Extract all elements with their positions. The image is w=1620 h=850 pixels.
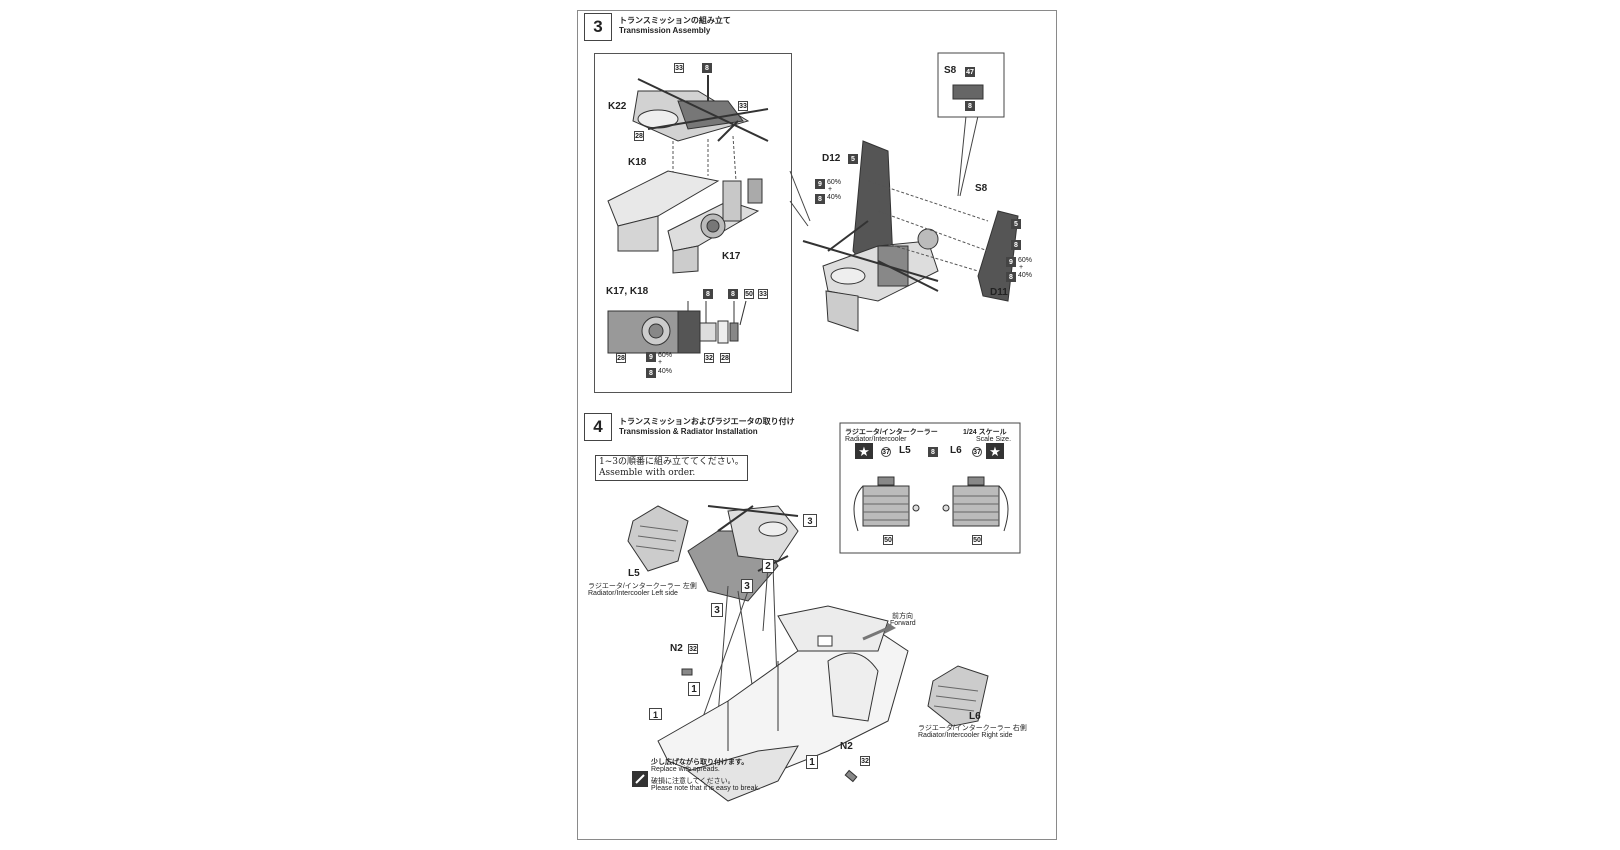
step-number-3: 3 (584, 13, 612, 41)
mix-plus: + (1019, 264, 1024, 271)
code-8: 8 (1011, 240, 1021, 250)
label-n2: N2 (670, 643, 683, 654)
step-ref-3: 3 (711, 603, 723, 617)
tip-jp-2: 破損に注意してください。 (651, 778, 735, 785)
inset-scale-jp: 1/24 スケール (963, 429, 1007, 436)
code-8: 8 (728, 289, 738, 299)
step3-inner-frame (594, 53, 792, 393)
step-ref-1: 1 (649, 708, 662, 720)
mix-60: 60% (1018, 257, 1033, 264)
code-33: 33 (758, 289, 768, 299)
code-33: 33 (738, 101, 748, 111)
inset-scale-en: Scale Size. (976, 436, 1012, 443)
code-9: 9 (646, 352, 656, 362)
code-32: 32 (688, 644, 698, 654)
l6-desc-en: Radiator/Intercooler Right side (918, 732, 1013, 739)
step3-title-jp: トランスミッションの組み立て (619, 16, 731, 25)
step4-title-en: Transmission & Radiator Installation (619, 427, 758, 436)
inset-label-l6: L6 (950, 445, 962, 456)
code-50: 50 (883, 535, 893, 545)
code-8: 8 (928, 447, 938, 457)
tip-jp-1: 少し広げながら取り付けます。 (651, 759, 749, 766)
label-k17: K17 (722, 251, 741, 262)
code-8: 8 (646, 368, 656, 378)
label-n2: N2 (840, 741, 853, 752)
code-32: 32 (860, 756, 870, 766)
step3-title-en: Transmission Assembly (619, 26, 711, 35)
step4-title-jp: トランスミッションおよびラジエータの取り付け (619, 417, 795, 426)
mix-plus: + (828, 186, 833, 193)
svg-text:★: ★ (989, 445, 1001, 460)
mix-60: 60% (658, 352, 673, 359)
step-ref-3: 3 (741, 579, 753, 593)
mix-40: 40% (658, 368, 673, 375)
mix-plus: + (658, 359, 663, 366)
label-d12: D12 (822, 153, 841, 164)
inset-title-en: Radiator/Intercooler (845, 436, 907, 443)
l5-desc-en: Radiator/Intercooler Left side (588, 590, 678, 597)
code-47: 47 (965, 67, 975, 77)
label-s8-callout: S8 (944, 65, 957, 76)
mix-40: 40% (827, 194, 842, 201)
note-jp: 1~3の順番に組み立ててください。 (599, 457, 744, 467)
label-k17-k18: K17, K18 (606, 286, 649, 297)
l5-desc-jp: ラジエータ/インタークーラー 左側 (588, 583, 697, 590)
mix-60: 60% (827, 179, 842, 186)
mix-40: 40% (1018, 272, 1033, 279)
code-8: 8 (702, 63, 712, 73)
code-28: 28 (634, 131, 644, 141)
code-8: 8 (815, 194, 825, 204)
assembly-order-note: 1~3の順番に組み立ててください。 Assemble with order. (595, 455, 748, 481)
code-32: 32 (704, 353, 714, 363)
code-5: 5 (848, 154, 858, 164)
code-8: 8 (1006, 272, 1016, 282)
label-l5: L5 (628, 568, 640, 579)
code-33: 33 (674, 63, 684, 73)
code-9: 9 (1006, 257, 1016, 267)
code-8: 8 (703, 289, 713, 299)
step-ref-1: 1 (688, 682, 700, 696)
code-37: 37 (972, 447, 982, 457)
step-ref-1: 1 (806, 755, 818, 769)
svg-text:★: ★ (858, 445, 870, 460)
code-9: 9 (815, 179, 825, 189)
code-37: 37 (881, 447, 891, 457)
step-ref-2: 2 (762, 559, 774, 573)
label-s8: S8 (975, 183, 988, 194)
inset-label-l5: L5 (899, 445, 911, 456)
inset-title-jp: ラジエータ/インタークーラー (845, 429, 938, 436)
label-k22: K22 (608, 101, 627, 112)
tip-en-1: Replace with spreads. (651, 766, 720, 773)
forward-jp: 前方向 (892, 613, 913, 620)
step-number-4: 4 (584, 413, 612, 441)
code-5: 5 (1011, 219, 1021, 229)
forward-en: Forward (890, 620, 916, 627)
note-en: Assemble with order. (599, 468, 696, 478)
code-50: 50 (972, 535, 982, 545)
code-28: 28 (720, 353, 730, 363)
label-k18: K18 (628, 157, 647, 168)
code-50: 50 (744, 289, 754, 299)
step3-drawing: ★ ★ (607, 52, 1021, 802)
label-d11: D11 (990, 287, 1008, 298)
step-ref-3: 3 (803, 514, 817, 527)
tip-en-2: Please note that it is easy to break. (651, 785, 760, 792)
code-8: 8 (965, 101, 975, 111)
l6-desc-jp: ラジエータ/インタークーラー 右側 (918, 725, 1027, 732)
label-l6: L6 (969, 711, 981, 722)
instruction-sheet: 3 トランスミッションの組み立て Transmission Assembly (577, 10, 1057, 840)
code-28: 28 (616, 353, 626, 363)
